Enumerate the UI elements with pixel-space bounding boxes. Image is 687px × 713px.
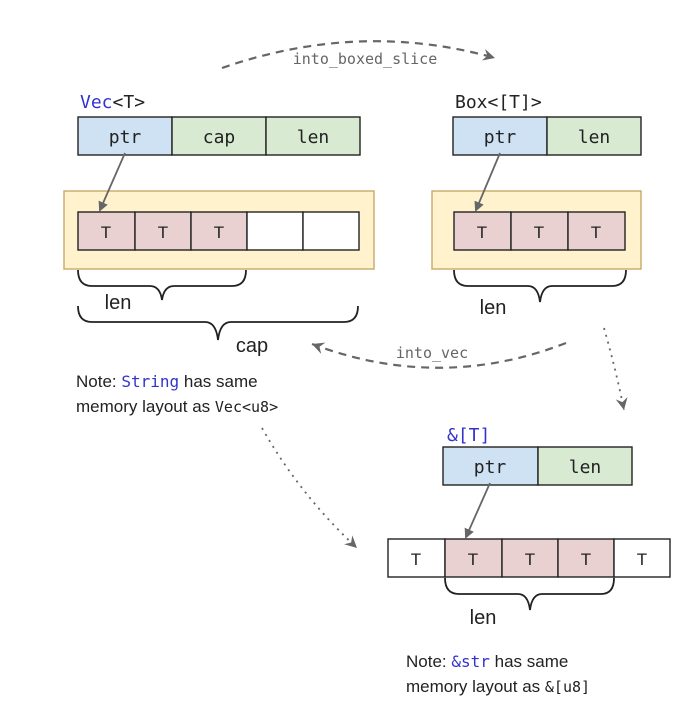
box-elem-1-label: T [534,223,544,242]
into-boxed-slice-arrow [221,40,496,70]
box-len-label: len [578,127,611,148]
u8-slice-code: &[u8] [545,678,590,696]
slice-len-cell [537,446,633,486]
box-elem-1 [510,211,569,251]
slice-header: ptr len [442,446,633,486]
vec-u8-code: Vec<u8> [215,398,278,416]
slice-elem-1 [444,538,503,578]
box-len-cell [546,116,642,156]
string-note-line2: memory layout as Vec<u8> [76,397,278,416]
vec-ptr-label: ptr [109,127,142,148]
vec-len-cell [265,116,361,156]
vec-title: Vec<T> [80,92,145,113]
vec-len-brace-label: len [105,292,132,314]
box-elem-0-label: T [477,223,487,242]
slice-ptr-arrow [464,482,491,539]
slice-len-brace [444,577,615,611]
vec-ptr-arrow [98,152,126,212]
str-note-line2: memory layout as &[u8] [406,677,590,696]
slice-ptr-cell [442,446,539,486]
box-len-brace-label: len [480,297,507,319]
into-boxed-slice-label: into_boxed_slice [293,50,438,68]
slice-len-brace-label: len [470,607,497,629]
slice-elem-4-label: T [637,550,647,569]
str-code: &str [451,652,490,671]
vec-elem-2-label: T [214,223,224,242]
vec-cap-label: cap [203,127,236,148]
string-note-line1: Note: String has same [76,372,258,391]
box-ptr-arrow [474,152,501,212]
slice-elem-0-label: T [411,550,421,569]
vec-to-slice-dotted-arrow [261,427,358,549]
box-header: ptr len [452,116,642,156]
slice-elem-0 [387,538,446,578]
slice-title: &[T] [447,425,490,446]
vec-title-param: <T> [113,92,146,113]
box-to-slice-dotted-arrow [603,327,628,411]
slice-elem-3-label: T [581,550,591,569]
slice-len-label: len [569,457,602,478]
vec-len-label: len [297,127,330,148]
box-ptr-label: ptr [484,127,517,148]
box-elem-2-label: T [591,223,601,242]
vec-header: ptr cap len [77,116,361,156]
slice-ptr-label: ptr [474,457,507,478]
box-title: Box<[T]> [455,92,542,113]
box-elements: T T T [453,211,626,251]
vec-elem-1-label: T [158,223,168,242]
vec-ptr-cell [77,116,173,156]
vec-len-brace [77,269,247,301]
box-elem-2 [567,211,626,251]
vec-elem-3 [246,211,304,251]
vec-title-name: Vec [80,92,113,113]
string-code: String [121,372,179,391]
slice-elem-2 [501,538,559,578]
slice-elem-4 [613,538,671,578]
box-len-brace [453,269,627,303]
vec-elements: T T T [77,211,360,251]
into-vec-arrow [311,341,567,369]
str-note-line1: Note: &str has same [406,652,568,671]
slice-elem-3 [557,538,615,578]
slice-elem-2-label: T [525,550,535,569]
vec-cap-cell [171,116,267,156]
vec-elem-1 [134,211,192,251]
into-vec-label: into_vec [396,344,468,362]
vec-elem-0-label: T [101,223,111,242]
vec-cap-brace-label: cap [236,335,268,357]
vec-elem-4 [302,211,360,251]
slice-elements: T T T T T [387,538,671,578]
vec-cap-brace [77,305,359,341]
slice-elem-1-label: T [468,550,478,569]
